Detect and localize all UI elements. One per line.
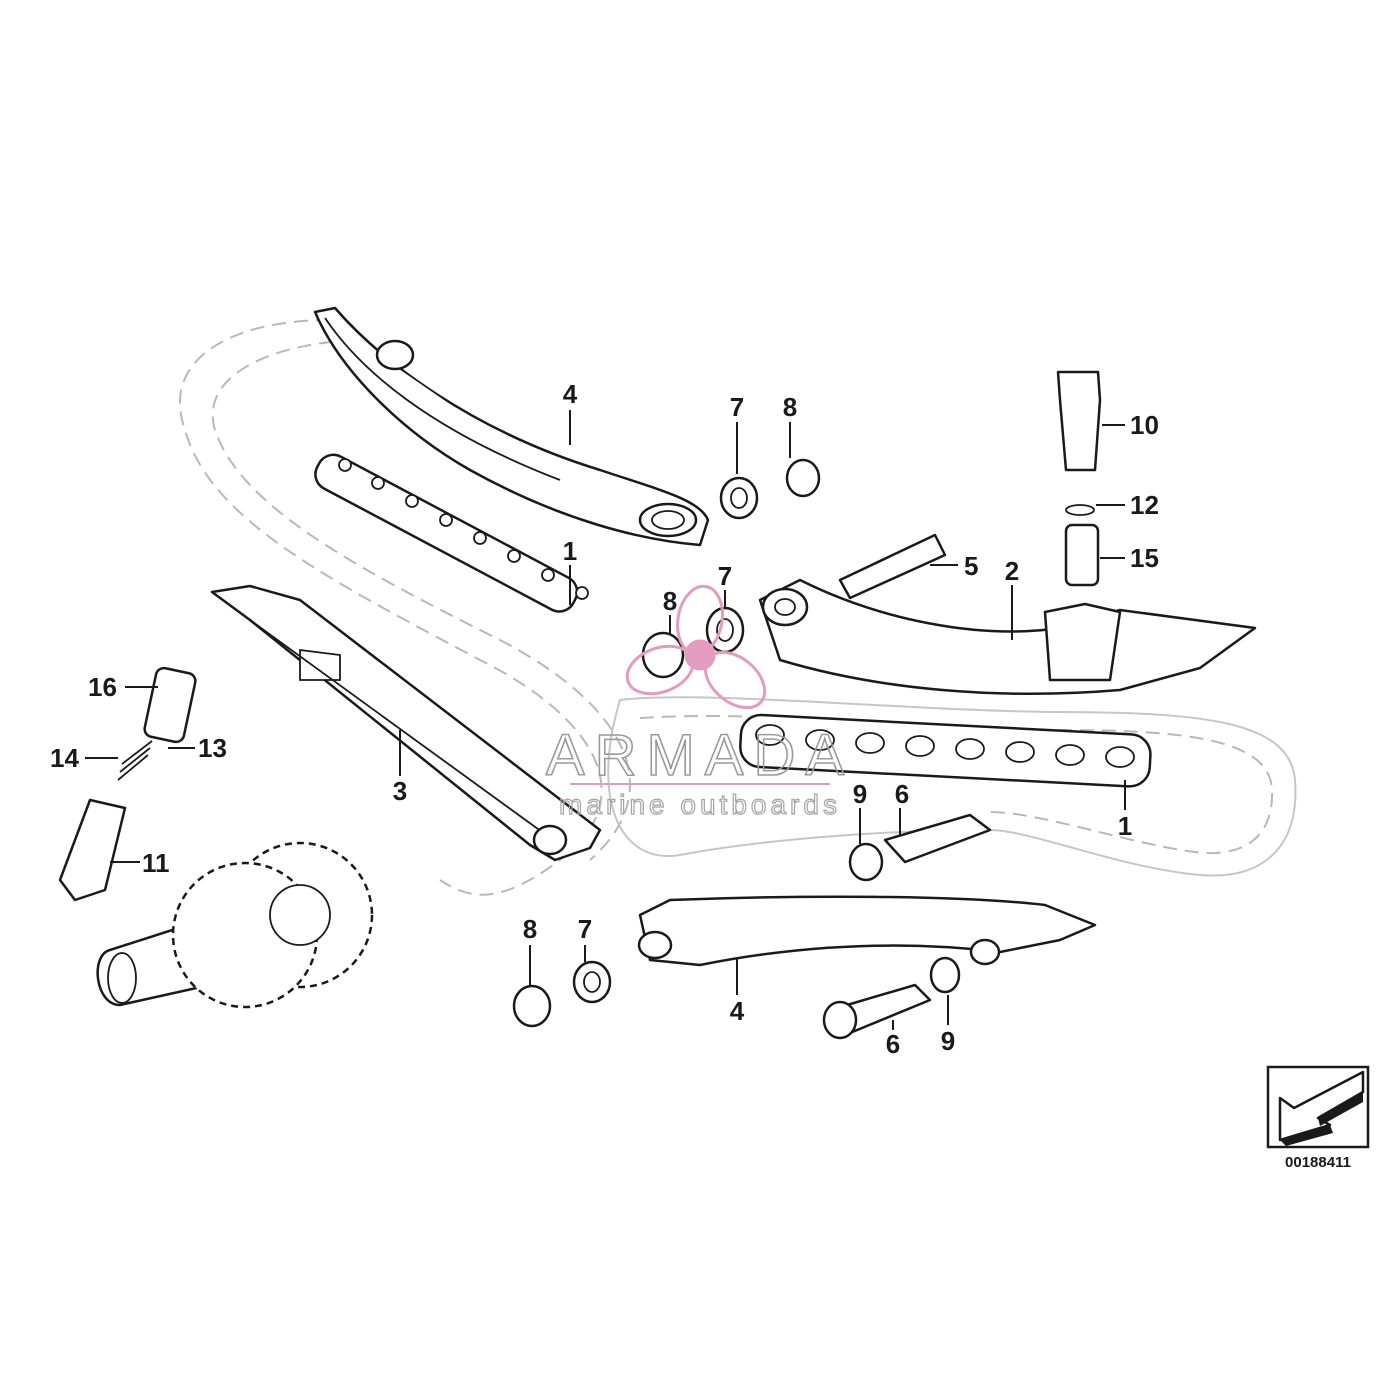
callout-15: 15 [1130, 543, 1159, 573]
sprocket-assembly [96, 841, 374, 1009]
callout-10: 10 [1130, 410, 1159, 440]
callout-3: 3 [393, 776, 407, 806]
chain-upper [314, 453, 589, 613]
callout-7: 7 [578, 914, 592, 944]
callout-5: 5 [964, 551, 978, 581]
hardware [58, 370, 1102, 1040]
callout-16: 16 [88, 672, 117, 702]
callout-2: 2 [1005, 556, 1019, 586]
callout-6: 6 [895, 779, 909, 809]
callout-labels: 4 7 8 10 12 15 5 2 1 8 7 16 13 14 3 11 9… [50, 379, 1159, 1059]
callout-1: 1 [1118, 811, 1132, 841]
guide-rail-left [210, 584, 602, 862]
callout-7: 7 [730, 392, 744, 422]
callout-14: 14 [50, 743, 79, 773]
leader-lines [85, 410, 1126, 1030]
callout-9: 9 [853, 779, 867, 809]
callout-4: 4 [563, 379, 578, 409]
guide-rail-bottom [637, 895, 1097, 967]
watermark-tagline: marine outboards [559, 789, 841, 820]
callout-8: 8 [783, 392, 797, 422]
callout-9: 9 [941, 1026, 955, 1056]
tensioner-rail [758, 578, 1257, 695]
propeller-logo-icon [625, 584, 767, 710]
ghost-chain-outlines [178, 319, 1297, 896]
callout-11: 11 [142, 848, 170, 878]
watermark-brand: ARMADA [546, 723, 854, 788]
chain-lower [739, 713, 1152, 788]
callout-8: 8 [663, 586, 677, 616]
callout-8: 8 [523, 914, 537, 944]
callout-6: 6 [886, 1029, 900, 1059]
callout-4: 4 [730, 996, 745, 1026]
guide-rail-top [313, 306, 710, 547]
callout-12: 12 [1130, 490, 1159, 520]
diagram-number: 00188411 [1285, 1154, 1351, 1171]
callout-13: 13 [198, 733, 227, 763]
callout-1: 1 [563, 536, 577, 566]
callout-7: 7 [718, 561, 732, 591]
watermark: ARMADA marine outboards [545, 584, 854, 821]
orientation-box [1266, 1065, 1370, 1149]
